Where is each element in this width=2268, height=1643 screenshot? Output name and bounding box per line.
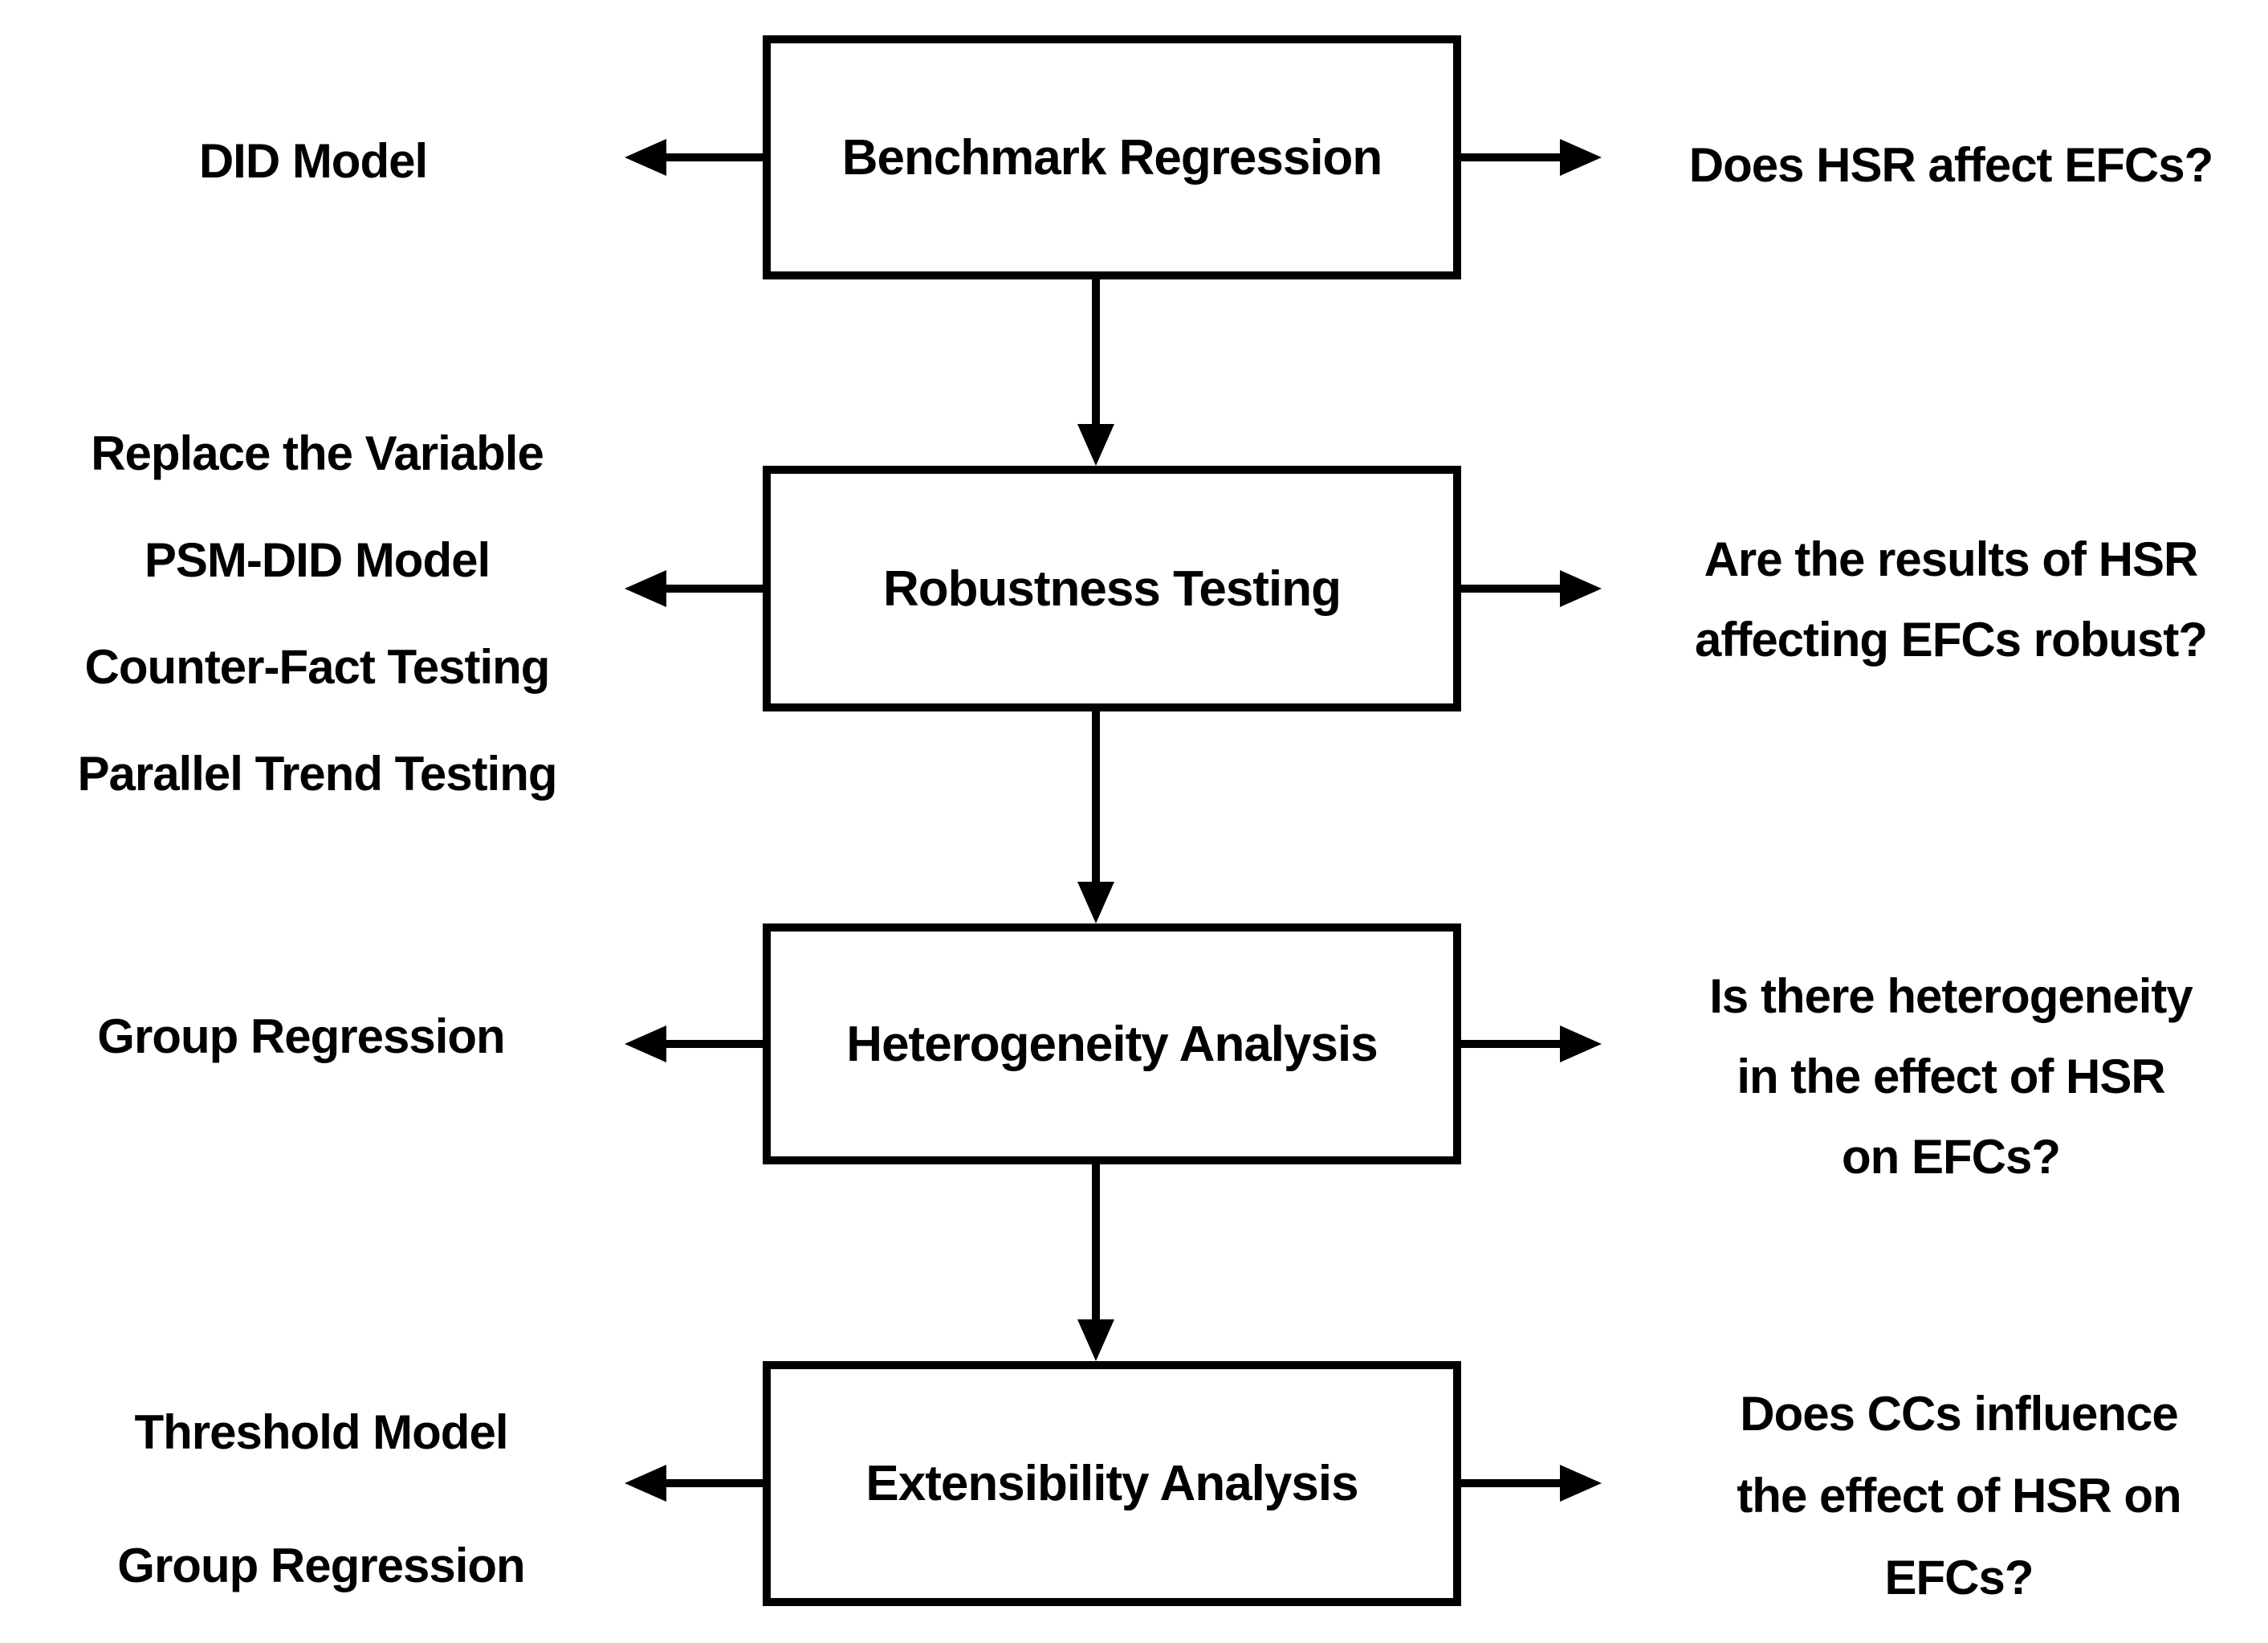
right-arrow-row2 <box>1461 568 1602 610</box>
label-replace-the-variable: Replace the Variable <box>91 426 544 480</box>
down-arrow-2 <box>1075 711 1117 923</box>
label-did-model: DID Model <box>198 133 428 188</box>
arrow-shaft <box>660 153 763 161</box>
left-arrowhead-icon <box>625 139 666 176</box>
arrow-shaft <box>660 1479 763 1487</box>
left-labels-row3: Group Regression <box>20 996 582 1076</box>
label-parallel-trend-testing: Parallel Trend Testing <box>77 747 557 801</box>
left-labels-row4: Threshold Model Group Regression <box>32 1365 610 1632</box>
question-line: Are the results of HSR <box>1704 532 2199 586</box>
question-row2: Are the results of HSR affecting EFCs ro… <box>1646 519 2256 679</box>
box-label: Extensibility Analysis <box>865 1456 1358 1511</box>
right-arrowhead-icon <box>1560 570 1602 607</box>
arrow-shaft <box>660 1040 763 1048</box>
down-arrowhead-icon <box>1077 424 1114 466</box>
box-heterogeneity-analysis: Heterogeneity Analysis <box>763 923 1461 1164</box>
arrow-shaft <box>1461 585 1566 593</box>
question-line: Does HSR affect EFCs? <box>1688 137 2213 192</box>
left-arrowhead-icon <box>625 1025 666 1062</box>
box-label: Benchmark Regression <box>841 129 1383 186</box>
box-extensibility-analysis: Extensibility Analysis <box>763 1361 1461 1606</box>
arrow-shaft <box>1092 711 1100 887</box>
left-arrow-row4 <box>625 1462 763 1504</box>
arrow-shaft <box>1461 1479 1566 1487</box>
box-robustness-testing: Robustness Testing <box>763 466 1461 711</box>
label-counter-fact-testing: Counter-Fact Testing <box>84 640 551 694</box>
left-labels-row1: DID Model <box>32 120 594 201</box>
label-group-regression: Group Regression <box>97 1009 505 1063</box>
arrow-shaft <box>1461 153 1566 161</box>
left-arrow-row2 <box>625 568 763 610</box>
arrow-shaft <box>1461 1040 1566 1048</box>
right-arrow-row3 <box>1461 1023 1602 1065</box>
question-row1: Does HSR affect EFCs? <box>1654 124 2248 205</box>
question-line: Does CCs influence <box>1740 1386 2178 1441</box>
right-arrow-row4 <box>1461 1462 1602 1504</box>
label-group-regression-2: Group Regression <box>117 1538 525 1592</box>
question-line: affecting EFCs robust? <box>1694 612 2208 667</box>
box-label: Robustness Testing <box>883 561 1342 617</box>
right-arrowhead-icon <box>1560 1465 1602 1502</box>
down-arrowhead-icon <box>1077 1319 1114 1361</box>
question-line: Is there heterogeneity <box>1709 968 2193 1023</box>
left-arrow-row1 <box>625 137 763 178</box>
right-arrowhead-icon <box>1560 139 1602 176</box>
question-line: on EFCs? <box>1842 1129 2061 1184</box>
left-arrowhead-icon <box>625 1465 666 1502</box>
box-label: Heterogeneity Analysis <box>846 1016 1378 1072</box>
right-arrowhead-icon <box>1560 1025 1602 1062</box>
question-line: EFCs? <box>1884 1550 2034 1604</box>
label-threshold-model: Threshold Model <box>134 1404 509 1459</box>
question-row4: Does CCs influence the effect of HSR on … <box>1654 1372 2264 1618</box>
question-line: in the effect of HSR <box>1737 1049 2165 1103</box>
left-arrow-row3 <box>625 1023 763 1065</box>
box-benchmark-regression: Benchmark Regression <box>763 35 1461 279</box>
down-arrow-3 <box>1075 1164 1117 1361</box>
right-arrow-row1 <box>1461 137 1602 178</box>
question-line: the effect of HSR on <box>1737 1468 2181 1523</box>
down-arrow-1 <box>1075 279 1117 466</box>
arrow-shaft <box>660 585 763 593</box>
down-arrowhead-icon <box>1077 882 1114 923</box>
arrow-shaft <box>1092 279 1100 429</box>
label-psm-did-model: PSM-DID Model <box>144 533 491 587</box>
question-row3: Is there heterogeneity in the effect of … <box>1646 956 2256 1197</box>
arrow-shaft <box>1092 1164 1100 1324</box>
left-arrowhead-icon <box>625 570 666 607</box>
left-labels-row2: Replace the Variable PSM-DID Model Count… <box>8 400 626 827</box>
